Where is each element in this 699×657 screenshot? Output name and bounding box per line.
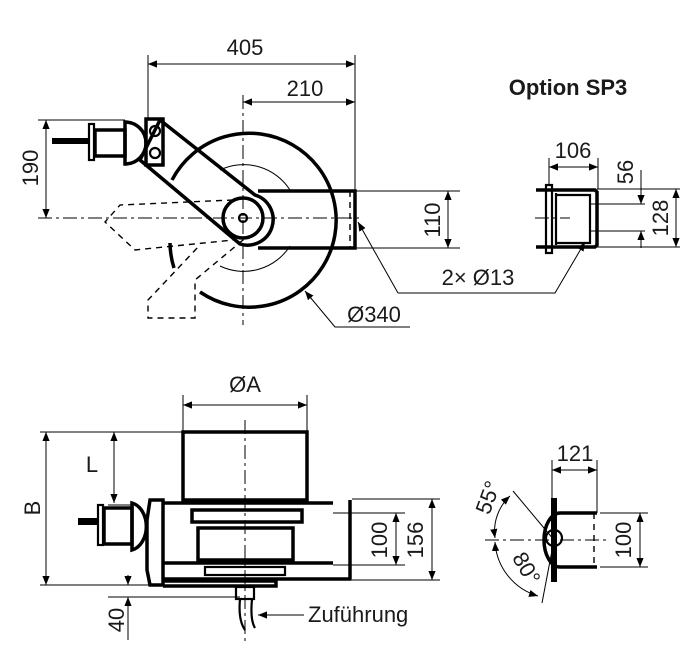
dim-128: 128 [648,200,673,237]
dim-b: B [20,501,45,516]
dim-40: 40 [104,608,129,632]
feed-label: Zuführung [308,602,408,627]
dim-110: 110 [420,202,445,237]
drum [181,430,309,502]
dim-l: L [86,452,98,477]
arm [137,117,275,247]
dim-side-100: 100 [611,522,636,559]
dim-121: 121 [557,441,594,466]
option-sp3-view: Option SP3 106 56 128 [509,75,680,255]
dim-210: 210 [287,76,324,101]
dim-holes: 2× Ø13 [442,265,515,290]
angle-55: 55° [471,478,506,518]
dim-190: 190 [18,150,43,187]
front-view: ØA B L 100 156 40 Zuführung [20,372,440,645]
hub [221,196,265,240]
option-title: Option SP3 [509,75,628,100]
angle-80: 80° [507,548,545,589]
top-view: 405 210 190 110 Ø340 2× Ø13 [18,35,586,328]
reel-disc-outline [170,131,338,309]
dim-340: Ø340 [347,302,401,327]
dim-405: 405 [227,35,264,60]
dim-100: 100 [367,522,392,559]
side-view: 55° 80° 121 100 [471,441,648,604]
dim-156: 156 [403,522,428,559]
dim-56: 56 [613,160,638,184]
dim-diameter-a: ØA [229,372,261,397]
dim-106: 106 [555,138,592,163]
